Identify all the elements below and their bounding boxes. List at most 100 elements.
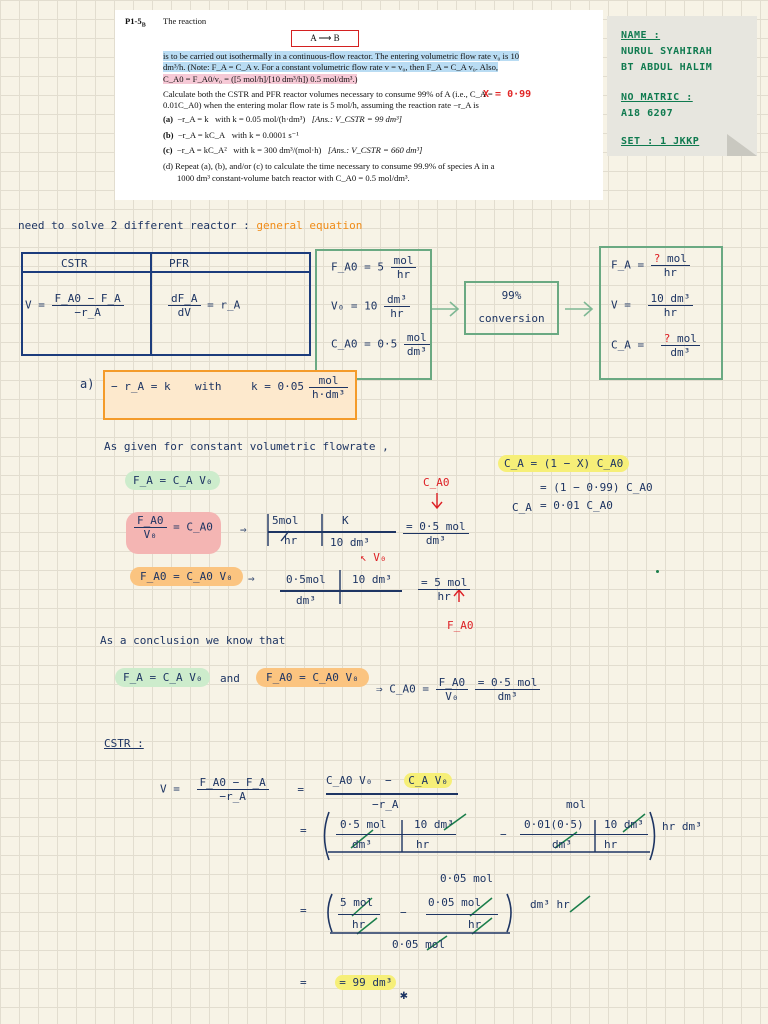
fa-equals-cav0: F_A = C_A V₀ [125, 471, 221, 490]
conclusion-and: and [220, 672, 240, 685]
paren-left-1 [323, 811, 330, 861]
problem-statement: P1-5B The reaction A ⟶ B X = 0·99 is to … [115, 10, 603, 200]
ca0-pointer [431, 493, 443, 510]
unit1-den-dm3: 10 dm³ [330, 536, 370, 549]
cancel-dm3-2 [443, 813, 467, 831]
student-name-1: NURUL SYAHIRAH [621, 46, 713, 57]
ca0-label: C_A0 [423, 476, 450, 489]
arrow-1: ⇒ [240, 523, 247, 536]
sticky-fold [727, 134, 757, 156]
ca-eq-line1: C_A = (1 − X) C_A0 [498, 455, 630, 472]
fa0-pointer [453, 588, 465, 602]
unit1-cancel-hr [280, 530, 290, 542]
cancel-dm3-4 [622, 813, 646, 833]
problem-part-b: (b) −r_A = kC_A with k = 0.0001 s⁻¹ [163, 129, 299, 140]
conclusion-text: As a conclusion we know that [100, 634, 286, 647]
cancel-mol-2 [469, 897, 493, 917]
cstr-design-eq: V = F_A0 − F_A−r_A [25, 292, 124, 319]
unit1-num: 5mol [272, 514, 299, 527]
unit1-bar [268, 531, 396, 533]
problem-part-d-cont: 1000 dm³ constant-volume batch reactor w… [177, 172, 410, 183]
cstr-t2a-den: dm³ [552, 838, 572, 851]
cstr-unit-tail: hr dm³ [662, 820, 702, 833]
equals-3: = [300, 904, 307, 917]
cancel-hr-1 [356, 917, 378, 935]
conversion-percent: 99% [501, 289, 522, 302]
fa0-equals-ca0v0: F_A0 = C_A0 V₀ [130, 567, 243, 586]
unit2-den: dm³ [296, 594, 316, 607]
cstr-eq1-bar [326, 793, 458, 795]
problem-line: Calculate both the CSTR and PFR reactor … [163, 88, 493, 99]
header-cstr: CSTR [61, 257, 88, 270]
matric-number: A18 6207 [621, 108, 674, 119]
ink-dot [656, 570, 659, 573]
conclusion-eq1: F_A = C_A V₀ [115, 668, 211, 687]
intro-highlight: general equation [256, 219, 363, 232]
result-star-icon: ✱ [400, 988, 408, 1003]
cstr-t1a: 0·5 mol [340, 818, 387, 831]
constant-flow-note: As given for constant volumetric flowrat… [104, 440, 389, 453]
unit1-den-hr: hr [284, 534, 298, 547]
set-label: SET : 1 JKKP [621, 136, 700, 147]
cstr-s1-den: hr [352, 918, 366, 931]
ca-eq-line3: = 0·01 C_A0 [540, 499, 613, 512]
arrow-to-conversion [432, 301, 460, 317]
cstr-mol-label: mol [566, 798, 586, 811]
cstr-s2-bar [426, 914, 498, 916]
cstr-result-value: = 99 dm³ [335, 975, 397, 990]
paren-right-2 [506, 893, 512, 933]
cstr-t1a-den: dm³ [352, 838, 372, 851]
unit1-k: K [342, 514, 349, 527]
cstr-s1-bar [338, 914, 380, 916]
cancel-mol-3 [426, 935, 448, 951]
cstr-t2a: 0·01(0·5) [524, 818, 584, 831]
intro-text: need to solve 2 different reactor : [18, 219, 250, 232]
cstr-s2: 0·05 mol [428, 896, 481, 909]
header-pfr: PFR [169, 257, 189, 270]
paren-right-1 [649, 811, 656, 861]
cstr-s1: 5 mol [340, 896, 374, 909]
problem-part-a: (a) −r_A = k with k = 0.05 mol/(h·dm³) [… [163, 114, 402, 125]
part-a-rate: − r_A = k [111, 380, 171, 393]
conclusion-eq2: F_A0 = C_A0 V₀ [256, 668, 369, 687]
conversion-box: 99% conversion [464, 281, 559, 335]
unit2-mid: 10 dm³ [352, 573, 392, 586]
fa0-label: F_A0 [447, 619, 474, 632]
cstr-minus: − [500, 828, 507, 841]
part-a-k: k = 0·05 [251, 380, 304, 393]
intro-line: need to solve 2 different reactor : gene… [18, 219, 362, 232]
problem-line: dm³/h. (Note: F_A = C_A v. For a constan… [163, 62, 499, 73]
problem-body: is to be carried out isothermally in a c… [163, 51, 593, 184]
part-a-with: with [195, 380, 222, 393]
cstr-eq1-num: C_A0 V₀ − C_A V₀ [326, 773, 452, 788]
table-header-rule [23, 271, 309, 273]
student-name-2: BT ABDUL HALIM [621, 62, 713, 73]
arrow-2: ⇒ [248, 572, 255, 585]
sticky-note: NAME : NURUL SYAHIRAH BT ABDUL HALIM NO … [607, 16, 757, 156]
unit2-bar [280, 590, 402, 592]
cstr-s-tail: dm³ hr [530, 898, 570, 911]
cstr-t2-bar [520, 834, 648, 836]
cstr-den3: 0·05 mol [392, 938, 445, 951]
cstr-t2b: 10 dm³ [604, 818, 644, 831]
cancel-hr-3 [569, 895, 591, 913]
paren-left-2 [327, 893, 333, 933]
problem-part-c: (c) −r_A = kC_A² with k = 300 dm³/(mol·h… [163, 145, 423, 156]
cstr-heading: CSTR : [104, 737, 144, 750]
cancel-dm3-1 [350, 829, 374, 849]
ca-eq-line3-lhs: C_A [512, 501, 532, 514]
